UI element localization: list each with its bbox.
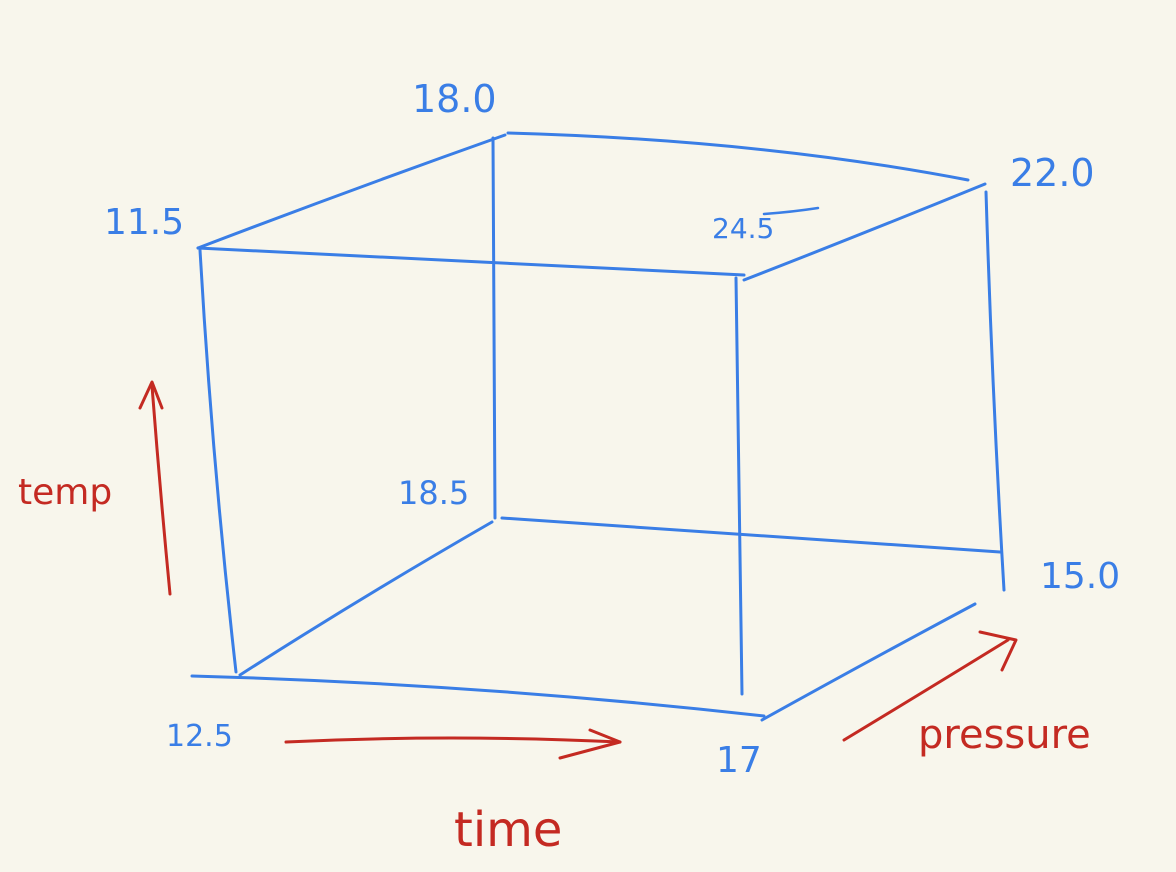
edge-top-back [506, 131, 970, 182]
edge-vertical-back-left [491, 136, 497, 520]
label-back-top-left: 18.0 [412, 77, 497, 121]
time-arrowhead [558, 728, 622, 760]
label-front-top-left: 11.5 [104, 202, 184, 243]
edge-top-right [742, 182, 987, 282]
label-back-bottom-left: 18.5 [398, 474, 469, 512]
edge-vertical-front-left [198, 248, 238, 674]
edge-top-front [196, 246, 746, 277]
label-back-bottom-right: 15.0 [1040, 556, 1120, 597]
edge-vertical-front-right [734, 276, 744, 696]
temp-arrowhead [138, 380, 164, 410]
edge-top-left [196, 133, 507, 250]
edge-bottom-back [500, 516, 1002, 554]
edge-bottom-front [190, 674, 766, 718]
label-front-bottom-right: 17 [716, 740, 762, 781]
edge-bottom-left [238, 520, 494, 677]
underline-front-top-right [762, 206, 820, 216]
pressure-arrow [842, 638, 1010, 742]
pressure-arrowhead [978, 630, 1018, 672]
label-back-top-right: 22.0 [1010, 151, 1095, 195]
axis-labels: temp time pressure [18, 472, 1091, 858]
cube-edges [190, 131, 1006, 722]
label-pressure-axis: pressure [918, 712, 1091, 758]
edge-vertical-back-right [984, 190, 1006, 592]
label-front-bottom-left: 12.5 [166, 719, 233, 754]
time-arrow [284, 736, 622, 744]
temp-arrow [150, 384, 172, 596]
label-front-top-right: 24.5 [712, 212, 774, 245]
label-temp-axis: temp [18, 472, 112, 513]
vertex-labels: 18.0 11.5 22.0 24.5 18.5 15.0 12.5 17 [104, 77, 1120, 781]
axis-arrows [138, 380, 1018, 760]
edge-bottom-right [760, 602, 977, 722]
label-time-axis: time [454, 802, 562, 858]
